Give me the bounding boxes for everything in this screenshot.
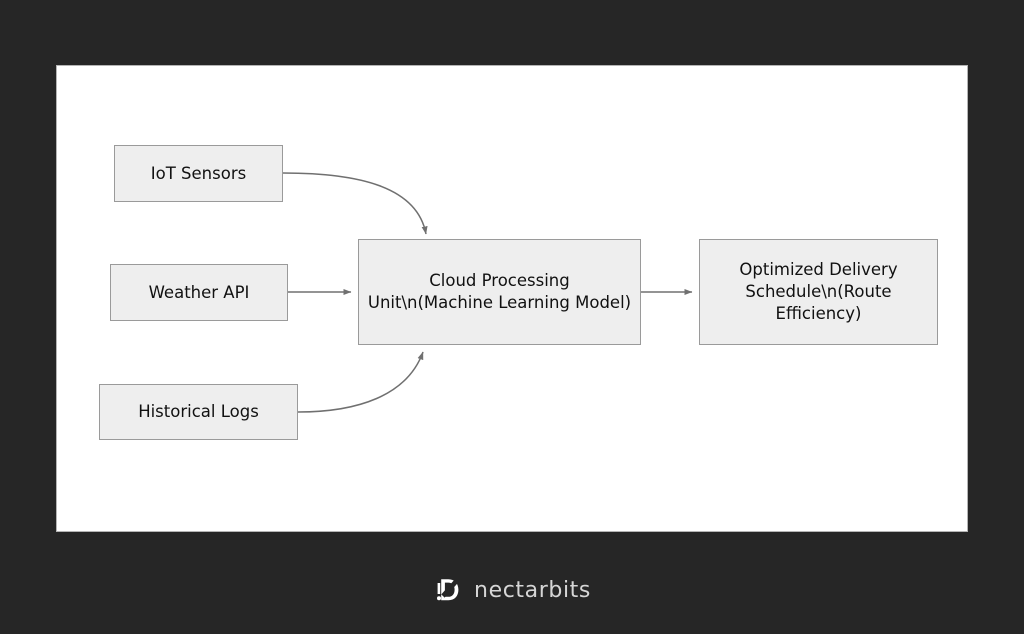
edge-iot-to-cloud xyxy=(282,172,428,235)
node-historical-logs[interactable]: Historical Logs xyxy=(99,384,298,440)
edge-logs-to-cloud xyxy=(297,351,424,413)
node-iot-sensors-label: IoT Sensors xyxy=(150,163,247,183)
node-weather-api[interactable]: Weather API xyxy=(110,264,288,321)
nectarbits-monogram-icon xyxy=(437,579,459,601)
diagram-canvas: IoT Sensors Weather API Historical Logs … xyxy=(56,65,968,532)
node-cloud-processing-unit[interactable]: Cloud Processing Unit\n(Machine Learning… xyxy=(358,239,641,345)
node-iot-sensors[interactable]: IoT Sensors xyxy=(114,145,283,202)
node-optimized-delivery-schedule[interactable]: Optimized Delivery Schedule\n(Route Effi… xyxy=(699,239,938,345)
node-weather-api-label: Weather API xyxy=(148,282,250,302)
brand-wordmark: nectarbits xyxy=(474,577,591,603)
node-cloud-processing-unit-label: Cloud Processing Unit\n(Machine Learning… xyxy=(367,271,632,312)
footer-watermark: nectarbits xyxy=(0,566,1024,614)
node-historical-logs-label: Historical Logs xyxy=(138,402,259,422)
node-optimized-delivery-schedule-label: Optimized Delivery Schedule\n(Route Effi… xyxy=(739,260,903,323)
